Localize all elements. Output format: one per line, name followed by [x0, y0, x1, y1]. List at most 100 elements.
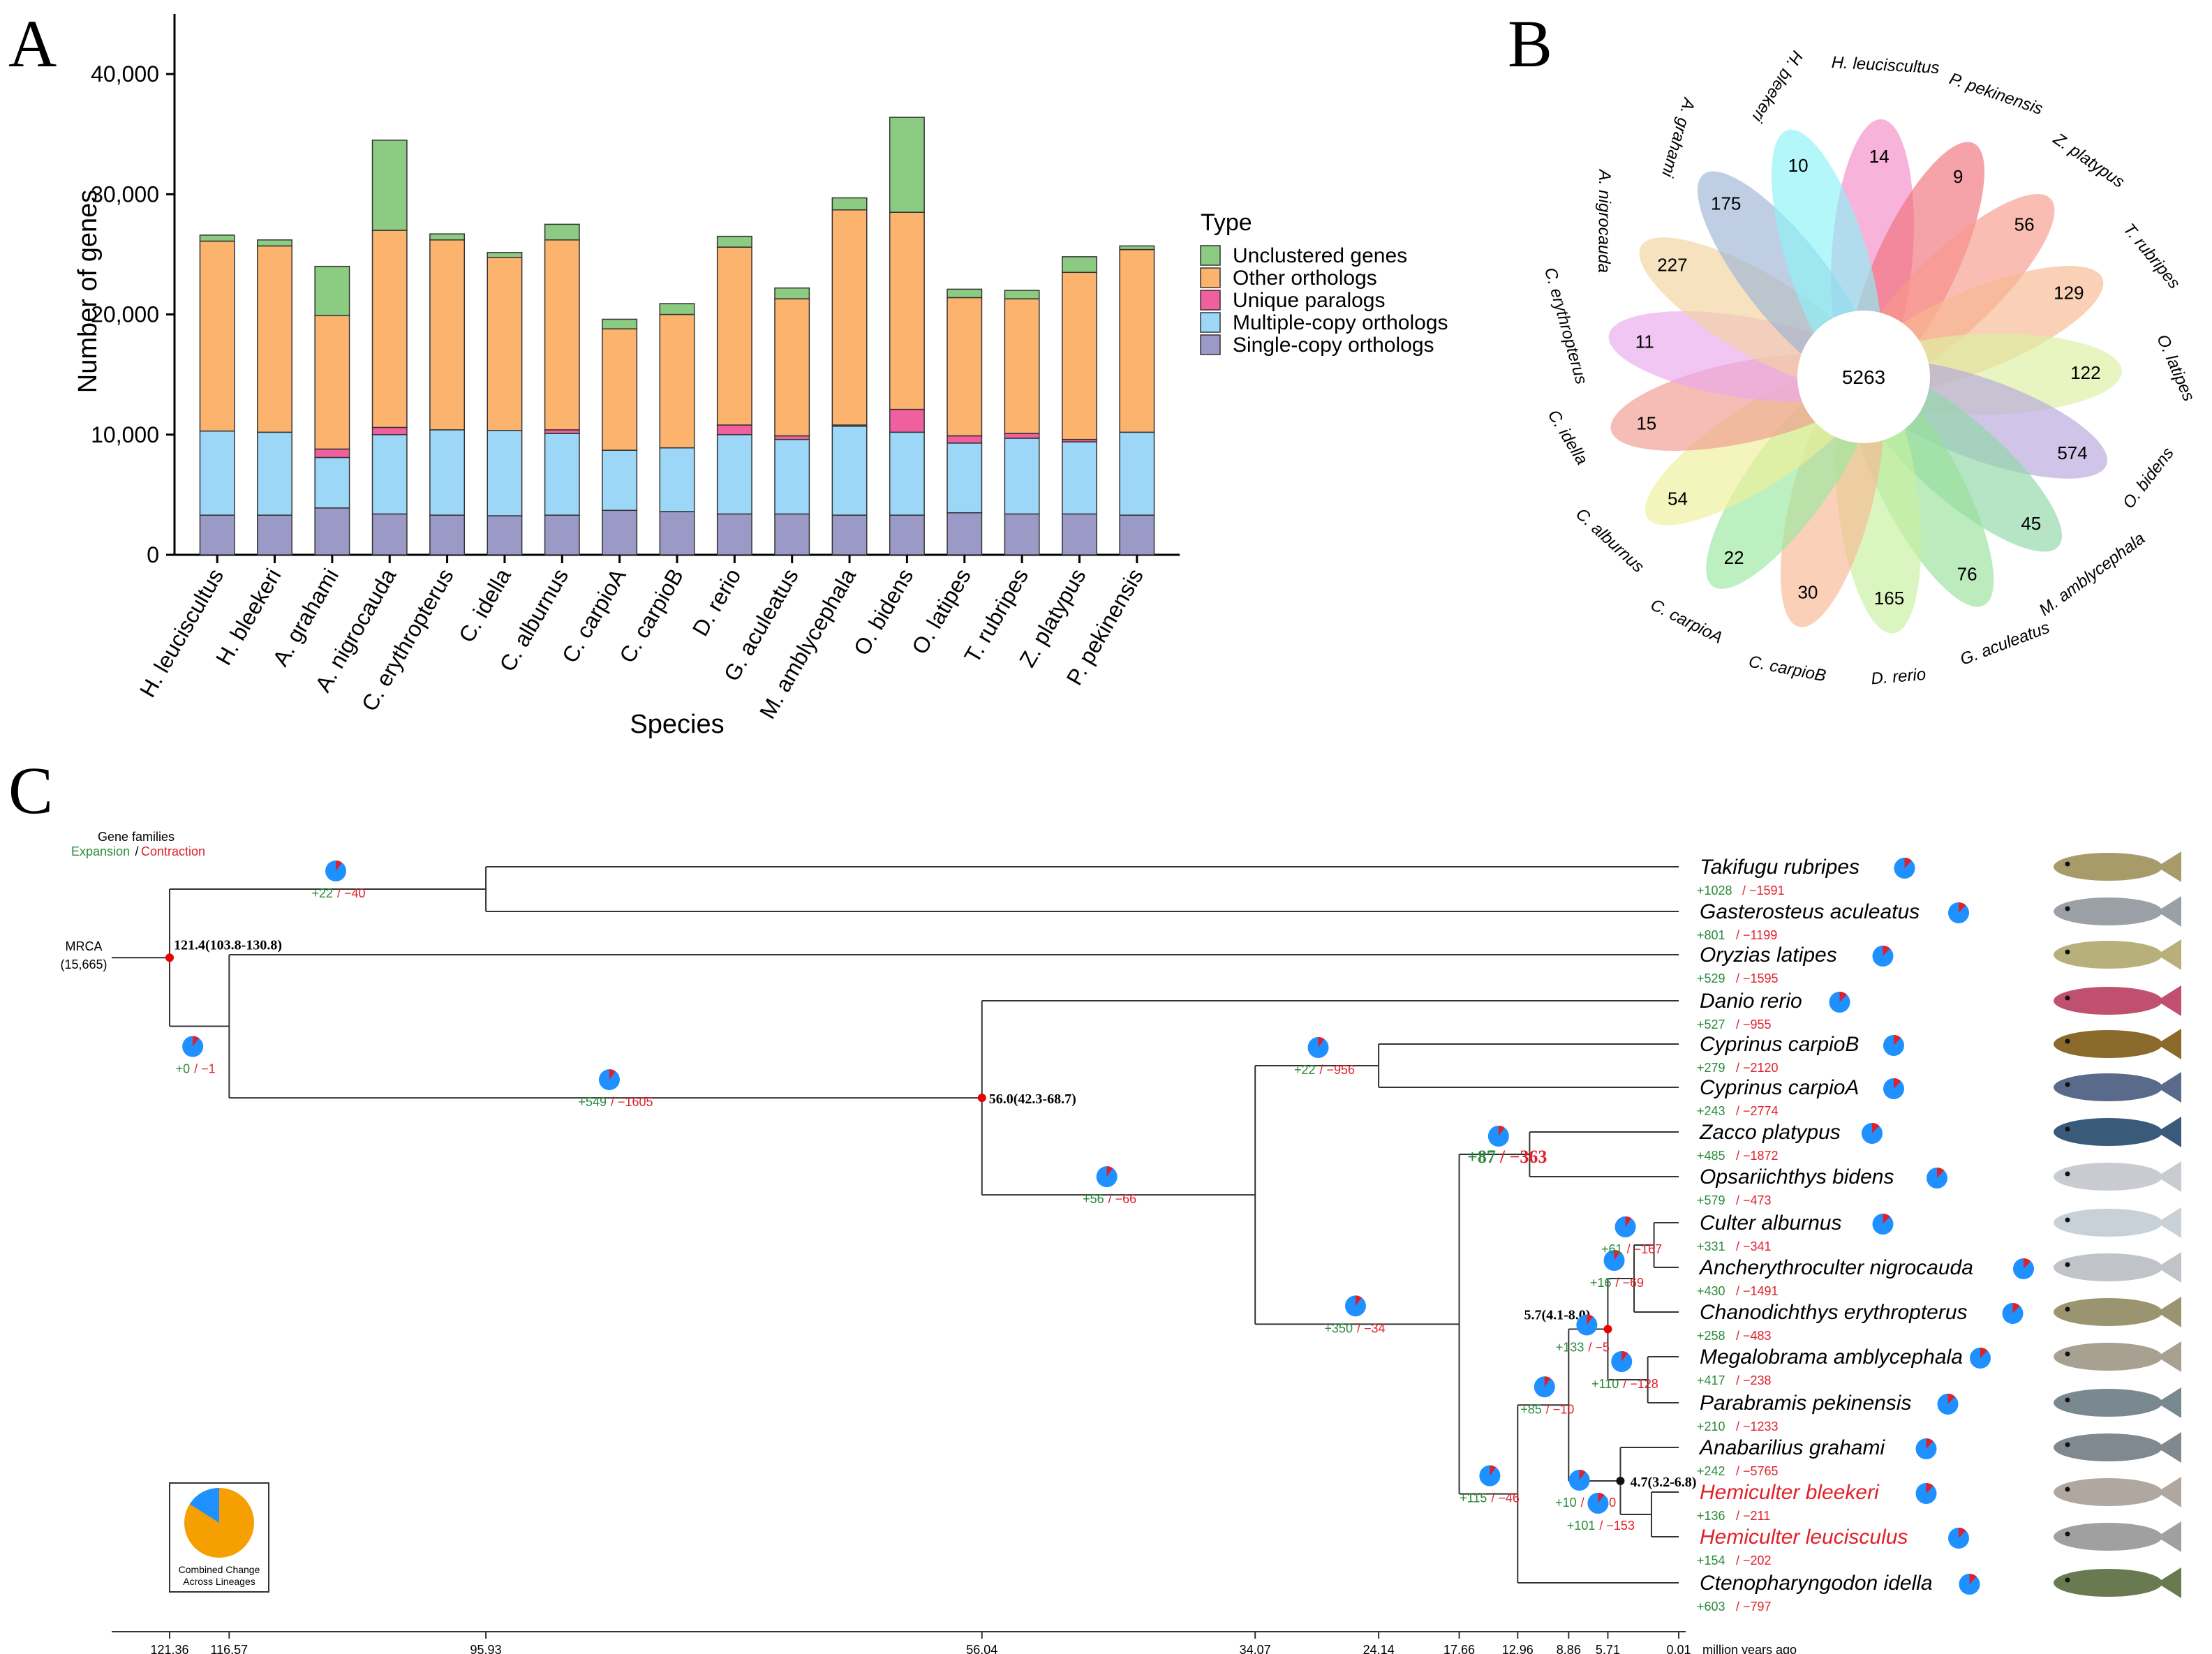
panel-label-c: C: [8, 753, 53, 828]
fish-tail: [2157, 985, 2181, 1016]
taxon-expansion: +331: [1697, 1239, 1725, 1253]
fish-eye: [2065, 1262, 2070, 1267]
fish-eye: [2065, 906, 2070, 911]
taxon-contraction: / −1872: [1736, 1149, 1779, 1163]
legend-swatch: [1200, 245, 1221, 266]
bar-segment: [889, 117, 925, 213]
node-expansion: +101: [1567, 1519, 1596, 1533]
pie-contraction: [1106, 1166, 1113, 1177]
bar-segment: [774, 287, 810, 299]
fish-tail: [2157, 1567, 2181, 1598]
taxon-pie: [1872, 1214, 1894, 1235]
bar-segment: [1119, 248, 1155, 433]
legend-swatch: [1200, 290, 1221, 311]
petal-count: 10: [1788, 155, 1809, 176]
bar-segment: [1004, 433, 1040, 439]
taxon-expansion: +210: [1697, 1420, 1725, 1433]
fish-eye: [2065, 861, 2070, 867]
fish-thumbnail: [2054, 1072, 2181, 1103]
taxon-pie: [2013, 1258, 2034, 1279]
petal-species-label: D. rerio: [1870, 665, 1927, 689]
pie-contraction: [1937, 1168, 1945, 1178]
pie-contraction: [1959, 1528, 1966, 1538]
bar-segment: [889, 408, 925, 433]
petal-count: 129: [2054, 282, 2084, 303]
fish-tail: [2157, 1207, 2181, 1238]
node-expansion: +61: [1601, 1242, 1623, 1256]
node-expansion: +115: [1460, 1491, 1487, 1505]
pie-contraction: [1926, 1438, 1933, 1449]
pie-contraction: [2012, 1303, 2020, 1313]
fish-body: [2054, 1298, 2162, 1326]
bar-segment: [371, 230, 408, 429]
taxon-expansion: +243: [1697, 1104, 1725, 1118]
petal-species-label: T. rubripes: [2119, 220, 2183, 292]
fish-eye: [2065, 1351, 2070, 1357]
pie-contraction: [609, 1069, 616, 1080]
taxon-name: Megalobrama amblycephala: [1700, 1346, 1963, 1369]
panel-label-a: A: [8, 6, 57, 81]
node-expansion: +0: [176, 1062, 191, 1076]
node-contraction: / −34: [1357, 1321, 1386, 1335]
petal-species-label: A. grahami: [1658, 95, 1699, 180]
taxon-pie: [1959, 1574, 1980, 1595]
node-pie: [1307, 1037, 1329, 1058]
bar-segment: [774, 438, 810, 515]
node-contraction: / −167: [1627, 1242, 1663, 1256]
fish-tail: [2157, 1297, 2181, 1327]
fish-eye: [2065, 1171, 2070, 1177]
taxon-name: Hemiculter bleekeri: [1700, 1481, 1880, 1504]
bar-segment: [602, 318, 638, 329]
legend-expansion: Expansion: [71, 844, 130, 858]
taxon-contraction: / −2120: [1736, 1061, 1779, 1075]
taxon-contraction: / −5765: [1736, 1464, 1779, 1478]
node-contraction: / −956: [1320, 1063, 1356, 1077]
bar-segment: [716, 424, 752, 435]
calibration-dot: [165, 953, 174, 962]
time-axis-label: 56.04: [966, 1643, 997, 1654]
taxon-contraction: / −1233: [1736, 1420, 1779, 1433]
fish-eye: [2065, 1126, 2070, 1132]
bar-segment: [1062, 513, 1097, 556]
petal-count: 122: [2070, 362, 2100, 383]
petal-count: 11: [1635, 331, 1654, 352]
pie-contraction: [1883, 1214, 1890, 1224]
petal-species-label: C. carpioB: [1747, 653, 1827, 686]
y-tick-label: 30,000: [91, 181, 159, 207]
taxon-expansion: +527: [1697, 1018, 1725, 1031]
node-contraction: / −1: [194, 1062, 216, 1076]
taxon-pie: [1927, 1168, 1947, 1189]
petal-species-label: C. idella: [1544, 407, 1591, 468]
bar-segment: [947, 435, 983, 444]
time-axis-label: 8.86: [1557, 1643, 1581, 1654]
fish-eye: [2065, 1442, 2070, 1447]
bar-segment: [716, 235, 752, 248]
bar-segment: [716, 246, 752, 426]
node-pie: [1568, 1470, 1590, 1491]
pie-contraction: [1579, 1470, 1586, 1480]
fish-body: [2054, 987, 2162, 1015]
fish-eye: [2065, 1217, 2070, 1223]
node-pie: [598, 1069, 620, 1091]
calibration-dot: [1603, 1325, 1612, 1334]
fish-tail: [2157, 1521, 2181, 1552]
taxon-expansion: +258: [1697, 1329, 1725, 1343]
bar-segment: [314, 448, 350, 459]
taxon-expansion: +485: [1697, 1149, 1725, 1163]
bar-segment: [889, 211, 925, 410]
bar-segment: [314, 456, 350, 509]
taxon-contraction: / −341: [1736, 1239, 1772, 1253]
bar-segment: [314, 265, 350, 317]
fish-eye: [2065, 1487, 2070, 1492]
bar-segment: [947, 512, 983, 556]
legend-label: Unique paralogs: [1233, 289, 1385, 312]
taxon-expansion: +430: [1697, 1284, 1725, 1298]
pie-contraction: [1544, 1376, 1551, 1387]
taxon-expansion: +417: [1697, 1373, 1725, 1387]
petal-count: 9: [1953, 166, 1963, 187]
bar-segment: [602, 449, 638, 512]
taxon-pie: [1894, 858, 1915, 879]
petal-species-label: H. bleekeri: [1748, 47, 1806, 126]
fish-thumbnail: [2054, 1117, 2181, 1147]
taxon-name: Zacco platypus: [1699, 1121, 1841, 1144]
